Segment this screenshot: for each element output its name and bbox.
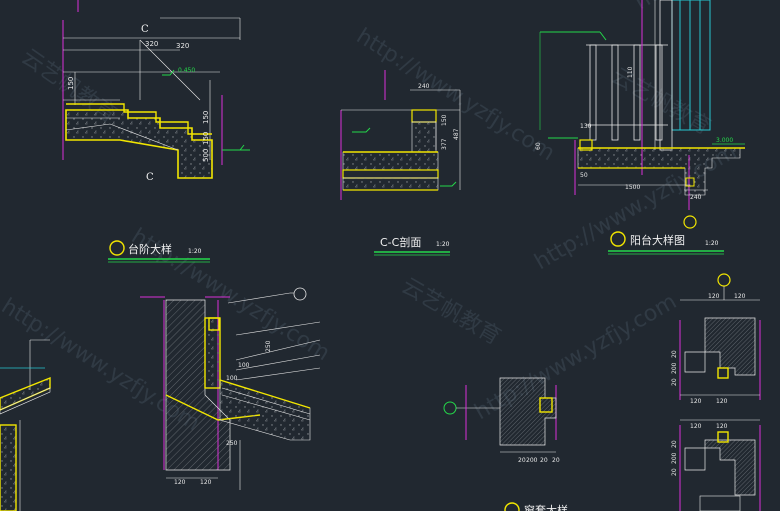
cc-dim-150: 150 [441, 114, 448, 126]
balcony-scale: 1:20 [705, 240, 719, 247]
window-rb-dim-20b: 20 [671, 440, 678, 448]
window-rt-dim-120d: 120 [716, 398, 728, 405]
watermark-cn-3: 云艺帆教育 [607, 64, 715, 141]
cc-dim-487: 487 [453, 128, 460, 140]
window-rt-dim-20a: 20 [671, 378, 678, 386]
window-detail-title-partial: 窗套大样 [504, 502, 568, 511]
section-cc-scale: 1:20 [436, 241, 450, 248]
steps-title: 台阶大样 [128, 242, 172, 256]
eave-dim-250b: 250 [226, 440, 238, 447]
svg-text:0.450: 0.450 [178, 67, 195, 74]
steps-dim-320b: 320 [176, 42, 189, 50]
eave-dim-120a: 120 [174, 479, 186, 486]
balcony-dim-240: 240 [690, 194, 702, 201]
detail-balcony: 110 130 60 50 1500 240 3.000 阳台大样图 1:20 [535, 0, 745, 255]
window-left-dim-20b: 20 [540, 457, 548, 464]
detail-window-jamb-right-bottom: 120 120 20 200 20 [671, 419, 761, 511]
window-rt-dim-120a: 120 [708, 293, 720, 300]
window-rb-dim-200: 200 [671, 452, 678, 464]
steps-dim-320a: 320 [145, 40, 158, 48]
eave-dim-100b: 100 [226, 375, 238, 382]
window-left-dim-20c: 20 [552, 457, 560, 464]
window-left-dim-200: 200 [526, 457, 538, 464]
balcony-level: 3.000 [716, 137, 733, 144]
cc-dim-377: 377 [441, 138, 448, 150]
window-detail-title: 窗套大样 [524, 503, 568, 511]
steps-dim-500: 500 [202, 149, 210, 162]
detail-section-cc: 240 150 377 487 C-C剖面 1:20 [340, 70, 461, 256]
eave-dim-250a: 250 [265, 340, 272, 352]
steps-section-mark-top: C [141, 24, 149, 35]
eave-dim-120b: 120 [200, 479, 212, 486]
window-rt-dim-200: 200 [671, 362, 678, 374]
balcony-dim-60: 60 [535, 142, 542, 150]
detail-window-jamb-right-top: 120 120 20 200 20 120 120 [671, 273, 761, 405]
window-left-dim-20a: 20 [518, 457, 526, 464]
detail-steps: 0.450 320 320 150 150 150 500 C C 台阶大样 1… [62, 0, 250, 263]
detail-roof-fragment-left [0, 339, 51, 511]
window-rt-dim-120b: 120 [734, 293, 746, 300]
window-rt-dim-20b: 20 [671, 350, 678, 358]
steps-scale: 1:20 [188, 248, 202, 255]
section-cc-title: C-C剖面 [380, 235, 421, 249]
balcony-dim-110: 110 [627, 66, 634, 78]
window-rb-dim-120a: 120 [690, 423, 702, 430]
balcony-title: 阳台大样图 [630, 233, 685, 247]
steps-dim-150b: 150 [202, 111, 210, 124]
watermarks: http://www.yzfjy.com http://www.yzfjy.co… [0, 0, 780, 436]
steps-section-mark-bottom: C [146, 172, 154, 183]
balcony-dim-130: 130 [580, 123, 592, 130]
window-rb-dim-20a: 20 [671, 468, 678, 476]
window-rb-dim-120b: 120 [716, 423, 728, 430]
cc-dim-240: 240 [418, 83, 430, 90]
balcony-dim-50: 50 [580, 172, 588, 179]
watermark-cn-2: 云艺帆教育 [397, 274, 505, 351]
steps-dim-150c: 150 [202, 132, 210, 145]
detail-eave: 100 100 250 250 120 120 [140, 287, 321, 490]
window-rt-dim-120c: 120 [690, 398, 702, 405]
balcony-dim-1500: 1500 [625, 184, 640, 191]
watermark-url-1: http://www.yzfjy.com [352, 24, 559, 166]
eave-dim-100a: 100 [238, 362, 250, 369]
detail-window-jamb-left: 20 200 20 20 [443, 377, 560, 464]
steps-dim-150a: 150 [67, 77, 75, 90]
watermark-url-6: http://www.yzfjy.com [631, 0, 780, 15]
